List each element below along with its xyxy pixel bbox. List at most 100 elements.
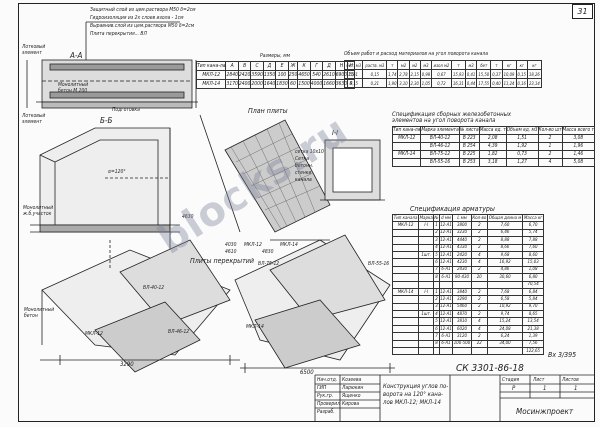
table-row-cell: 12-А1 xyxy=(438,236,454,245)
sign-name-2: Ларюкин xyxy=(342,385,364,391)
label-vl-40-12: ВЛ-40-12 xyxy=(143,285,165,291)
table-header-row-cell: т xyxy=(450,60,466,70)
table-row-cell xyxy=(418,332,435,341)
label-lotkovy: Лотковый xyxy=(22,44,46,50)
label-setka-2: Сетка xyxy=(295,156,310,162)
table-row-cell: 12-А1 xyxy=(438,258,454,267)
table-row-cell: 1,92 xyxy=(505,142,539,151)
doc-desc-1: Конструкция углов по- xyxy=(383,383,449,390)
table-row-cell: 4330 xyxy=(452,243,472,252)
table-row-cell xyxy=(418,339,435,349)
table-row-cell: 100-500 xyxy=(452,339,472,349)
label-dim-4630: 4630 xyxy=(182,214,194,220)
table-row-cell xyxy=(391,280,420,289)
table-row-cell: 5,61 xyxy=(343,69,364,79)
table-row-cell: 5460 xyxy=(452,302,472,312)
table-row-cell: 0,15 xyxy=(362,69,388,79)
table-header-row-cell: № листа xyxy=(458,126,480,135)
table-header-row-cell: Г xyxy=(309,61,324,71)
organization: Мосинжпроект xyxy=(516,407,574,416)
table-row-cell: 3,18 xyxy=(478,158,507,167)
sheet-value: 1 xyxy=(543,385,547,392)
table-row-cell xyxy=(486,347,524,356)
table-row-cell: 2400 xyxy=(237,79,252,89)
table-row-cell: 7,60 xyxy=(522,243,544,252)
label-beton-m: бетон М 200 xyxy=(58,88,88,94)
table-row-cell: 1500 xyxy=(297,79,311,89)
table-row-cell xyxy=(418,324,435,334)
label-mkl12-plan: МКЛ-12 xyxy=(85,331,103,337)
sign-name-1: Козеева xyxy=(342,377,362,383)
table-row-cell: 250 xyxy=(287,70,299,80)
table-row-cell: 1,74 xyxy=(386,69,399,79)
table-row-cell xyxy=(391,158,422,167)
table-row-cell: 2 xyxy=(470,287,488,297)
stage-value: Р xyxy=(512,385,516,392)
table-row-cell: 30,60 xyxy=(486,273,524,282)
table-row-cell: 100 xyxy=(275,70,289,80)
table-row-cell: МКЛ-12 xyxy=(391,221,420,230)
label-vl-55-16: ВЛ-55-16 xyxy=(368,261,390,267)
table-row-cell: ВЛ-40-12 xyxy=(420,134,460,143)
table-header-row-cell: Тип кана-ла xyxy=(391,126,422,135)
table-row-cell: 4 xyxy=(537,158,563,167)
table-row-cell: 4230 xyxy=(452,258,472,267)
table-row-cell: 2 xyxy=(470,302,488,312)
table-row-cell: 4 xyxy=(470,317,488,326)
table-header-row-cell: кг xyxy=(501,60,517,70)
table-row-cell: 12-А1 xyxy=(438,317,454,326)
table-row-cell: 10,09 xyxy=(501,69,517,79)
table-row-cell xyxy=(418,302,435,312)
table-row-cell xyxy=(418,228,435,238)
table-row-cell: МКЛ-14 xyxy=(391,287,420,297)
table-row-cell: 11,24 xyxy=(501,78,517,88)
table-row-cell: 1шт. xyxy=(418,250,435,260)
table-row-cell: 2430 xyxy=(452,265,472,275)
section-bb xyxy=(30,127,180,250)
table-row-cell: 2610 xyxy=(322,70,336,80)
table-row-cell: 4440 xyxy=(452,236,472,245)
table-row-cell xyxy=(452,280,472,289)
table-row-cell: 12-А1 xyxy=(438,287,454,297)
section-aa xyxy=(26,59,198,109)
table-row-cell: 0,98 xyxy=(419,69,433,79)
table-row-cell xyxy=(452,347,472,356)
table-row-cell xyxy=(418,258,435,267)
table-row-cell: 4650 xyxy=(297,70,311,80)
table-row: 70,54 xyxy=(391,280,544,289)
table-row-cell: 3290 xyxy=(452,295,472,304)
table-row-cell: 7,68 xyxy=(486,287,524,297)
table-row-cell: 0,73 xyxy=(505,150,539,159)
table-row-cell: 6,84 xyxy=(522,287,544,297)
table-row-cell: 8,60 xyxy=(522,250,544,260)
table-row-cell: 7,60 xyxy=(486,221,524,230)
table-row-cell: 3800 xyxy=(452,221,472,230)
table-row-cell: 16,92 xyxy=(486,258,524,267)
table-row-cell: 4 xyxy=(470,250,488,260)
table-row-cell: 6020 xyxy=(452,324,472,334)
table-row-cell: 20 xyxy=(470,273,488,282)
table-row-cell: 34,00 xyxy=(486,339,524,349)
table-row-cell: 1,90 xyxy=(386,78,399,88)
table-row-cell xyxy=(418,280,435,289)
table-row-cell: 70,54 xyxy=(522,280,544,289)
table-row-cell xyxy=(391,228,420,238)
table-row-cell: 8,66 xyxy=(486,243,524,252)
table-row-cell: 3840 xyxy=(452,287,472,297)
label-mkl14-top: МКЛ-14 xyxy=(280,242,298,248)
table-row-cell: 12-А1 xyxy=(438,324,454,334)
table-header-row-cell: Объем ед. м3 xyxy=(505,126,539,135)
table-row-cell: 24,08 xyxy=(486,324,524,334)
table-row-cell xyxy=(391,295,420,304)
table-row-cell: 2,78 xyxy=(397,69,410,79)
table-row-cell: I-I xyxy=(418,221,435,230)
